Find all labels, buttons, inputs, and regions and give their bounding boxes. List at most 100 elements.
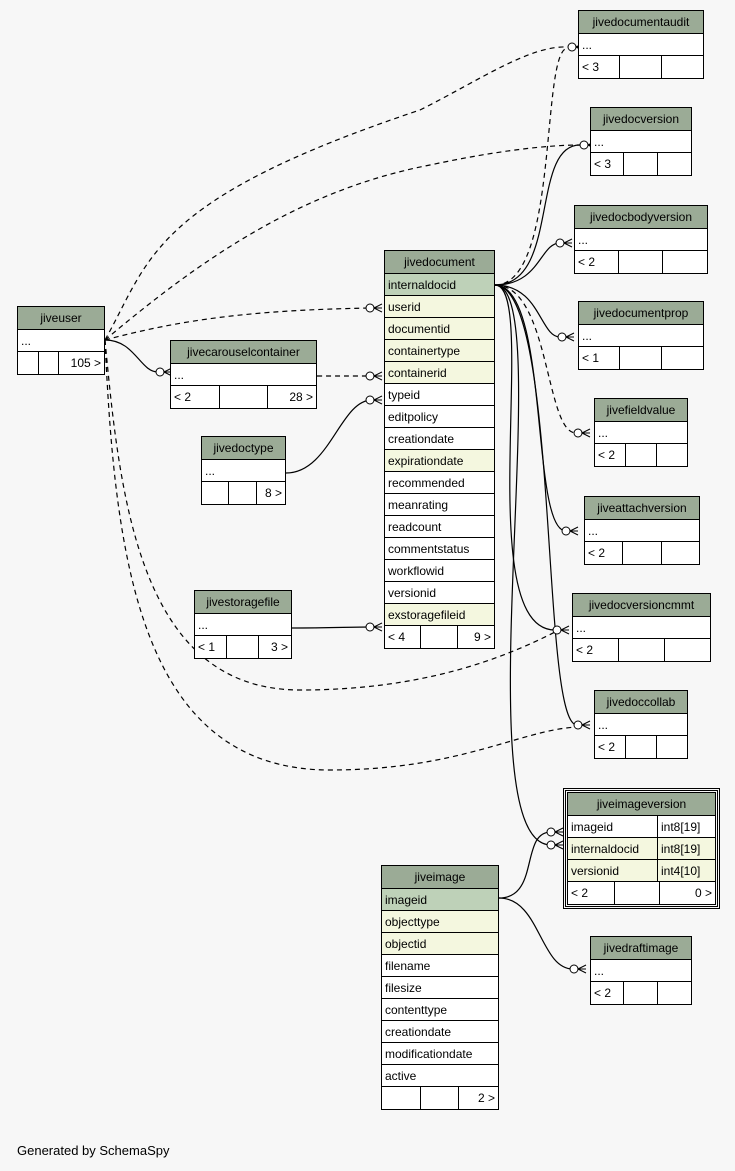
table-jivedoccollab[interactable]: jivedoccollab...< 2 (594, 690, 688, 759)
column-creationdate[interactable]: creationdate (385, 428, 494, 450)
footer-cell[interactable] (619, 639, 665, 661)
table-jivedocbodyversion[interactable]: jivedocbodyversion...< 2 (574, 205, 708, 274)
table-jivedocumentaudit[interactable]: jivedocumentaudit...< 3 (578, 10, 704, 79)
footer-cell[interactable] (421, 1087, 459, 1109)
children-count[interactable] (657, 736, 687, 758)
column-recommended[interactable]: recommended (385, 472, 494, 494)
table-jivedraftimage[interactable]: jivedraftimage...< 2 (590, 936, 692, 1005)
table-header[interactable]: jiveimageversion (568, 793, 715, 816)
table-header[interactable]: jiveuser (18, 307, 104, 330)
children-count[interactable] (662, 347, 703, 369)
footer-cell[interactable] (229, 482, 257, 504)
table-header[interactable]: jivefieldvalue (595, 399, 687, 422)
children-count[interactable] (665, 639, 710, 661)
footer-cell[interactable] (626, 736, 657, 758)
column-creationdate[interactable]: creationdate (382, 1021, 498, 1043)
table-header[interactable]: jivedocumentprop (579, 302, 703, 325)
column-expirationdate[interactable]: expirationdate (385, 450, 494, 472)
children-count[interactable]: 2 > (478, 1091, 496, 1105)
table-jiveuser[interactable]: jiveuser...105 > (17, 306, 105, 375)
table-header[interactable]: jivedocbodyversion (575, 206, 707, 229)
column-contenttype[interactable]: contenttype (382, 999, 498, 1021)
parents-count[interactable]: < 2 (595, 444, 627, 466)
footer-cell[interactable] (620, 56, 662, 78)
footer-cell[interactable] (39, 352, 60, 374)
column-filename[interactable]: filename (382, 955, 498, 977)
footer-cell[interactable] (626, 444, 657, 466)
column-containertype[interactable]: containertype (385, 340, 494, 362)
parents-count[interactable]: < 2 (568, 882, 616, 904)
table-jivedocversioncmmt[interactable]: jivedocversioncmmt...< 2 (572, 593, 711, 662)
footer-cell[interactable] (624, 153, 658, 175)
footer-cell[interactable] (227, 636, 259, 658)
footer-cell[interactable] (623, 542, 662, 564)
parents-count[interactable] (382, 1087, 422, 1109)
column-objectid[interactable]: objectid (382, 933, 498, 955)
footer-cell[interactable] (620, 347, 662, 369)
column-workflowid[interactable]: workflowid (385, 560, 494, 582)
table-header[interactable]: jivedocument (385, 251, 494, 274)
table-header[interactable]: jivedraftimage (591, 937, 691, 960)
table-header[interactable]: jivedocumentaudit (579, 11, 703, 34)
column-editpolicy[interactable]: editpolicy (385, 406, 494, 428)
column-filesize[interactable]: filesize (382, 977, 498, 999)
table-header[interactable]: jivedocversioncmmt (573, 594, 710, 617)
footer-cell[interactable] (421, 626, 458, 648)
children-count[interactable] (658, 153, 691, 175)
parents-count[interactable] (202, 482, 230, 504)
table-jivedoctype[interactable]: jivedoctype...8 > (201, 436, 286, 505)
table-header[interactable]: jivedoccollab (595, 691, 687, 714)
table-header[interactable]: jiveattachversion (585, 497, 699, 520)
parents-count[interactable]: < 1 (579, 347, 621, 369)
column-readcount[interactable]: readcount (385, 516, 494, 538)
column-exstoragefileid[interactable]: exstoragefileid (385, 604, 494, 626)
parents-count[interactable]: < 2 (585, 542, 624, 564)
children-count[interactable] (662, 542, 699, 564)
children-count[interactable] (662, 56, 703, 78)
children-count[interactable] (663, 251, 707, 273)
footer-cell[interactable] (220, 386, 268, 408)
column-objecttype[interactable]: objecttype (382, 911, 498, 933)
children-count[interactable]: 0 > (694, 886, 712, 900)
parents-count[interactable]: < 3 (591, 153, 625, 175)
column-active[interactable]: active (382, 1065, 498, 1087)
children-count[interactable]: 28 > (289, 390, 314, 404)
column-meanrating[interactable]: meanrating (385, 494, 494, 516)
parents-count[interactable]: < 2 (171, 386, 221, 408)
column-documentid[interactable]: documentid (385, 318, 494, 340)
column-userid[interactable]: userid (385, 296, 494, 318)
parents-count[interactable]: < 1 (195, 636, 228, 658)
parents-count[interactable]: < 3 (579, 56, 621, 78)
children-count[interactable] (657, 444, 687, 466)
table-header[interactable]: jiveimage (382, 866, 498, 889)
parents-count[interactable]: < 4 (385, 626, 422, 648)
children-count[interactable]: 9 > (473, 630, 491, 644)
column-imageid[interactable]: imageid (382, 889, 498, 911)
table-jiveattachversion[interactable]: jiveattachversion...< 2 (584, 496, 700, 565)
table-jivedocversion[interactable]: jivedocversion...< 3 (590, 107, 692, 176)
children-count[interactable]: 105 > (70, 356, 102, 370)
parents-count[interactable]: < 2 (573, 639, 620, 661)
children-count[interactable]: 3 > (270, 640, 288, 654)
table-header[interactable]: jivestoragefile (195, 591, 291, 614)
children-count[interactable]: 8 > (265, 486, 283, 500)
parents-count[interactable]: < 2 (575, 251, 620, 273)
parents-count[interactable]: < 2 (595, 736, 627, 758)
table-header[interactable]: jivedocversion (591, 108, 691, 131)
table-header[interactable]: jivecarouselcontainer (171, 341, 316, 364)
column-typeid[interactable]: typeid (385, 384, 494, 406)
table-jivefieldvalue[interactable]: jivefieldvalue...< 2 (594, 398, 688, 467)
column-internaldocid[interactable]: internaldocid (385, 274, 494, 296)
parents-count[interactable] (18, 352, 39, 374)
column-modificationdate[interactable]: modificationdate (382, 1043, 498, 1065)
column-commentstatus[interactable]: commentstatus (385, 538, 494, 560)
children-count[interactable] (658, 982, 691, 1004)
table-jivedocumentprop[interactable]: jivedocumentprop...< 1 (578, 301, 704, 370)
